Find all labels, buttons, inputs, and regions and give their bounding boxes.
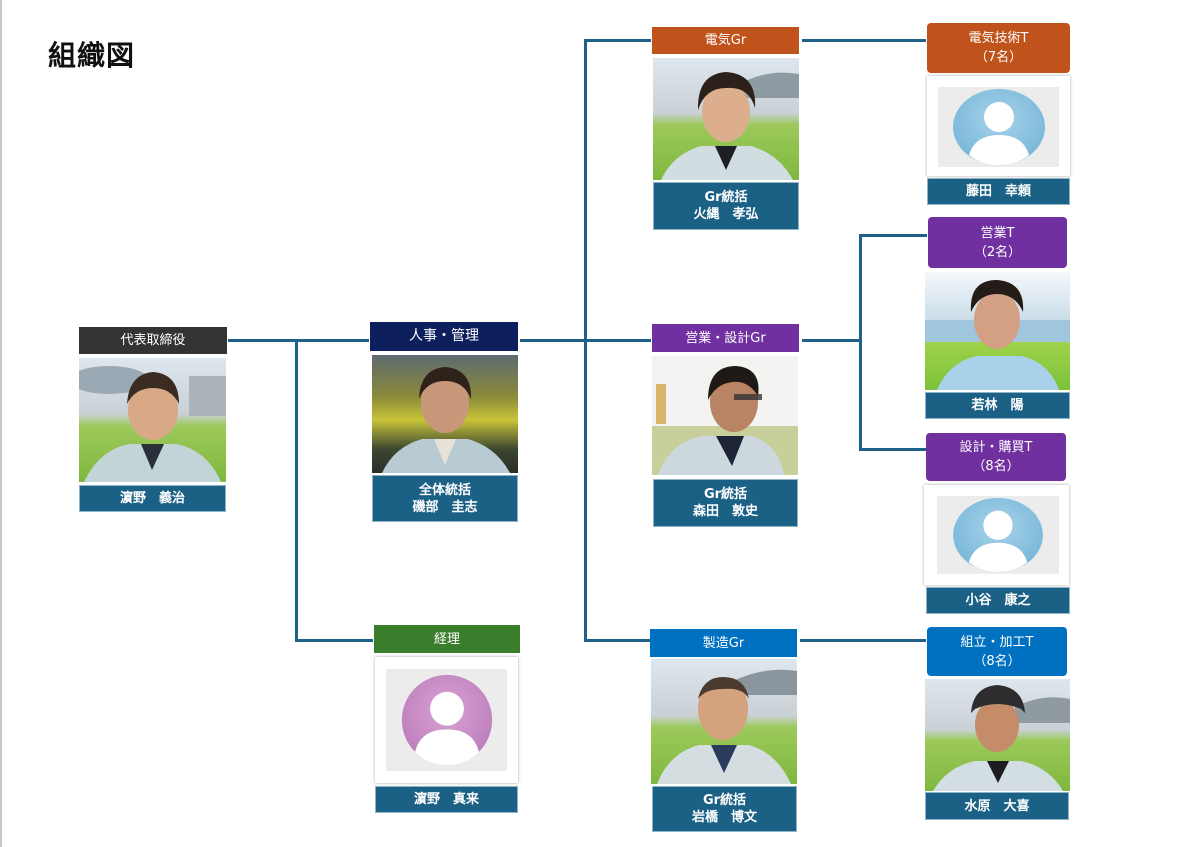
name-bar: 若林 陽 <box>925 392 1070 419</box>
person-name: 岩橋 博文 <box>691 810 757 825</box>
photo-frame <box>927 76 1070 176</box>
connector-electric-gr-t <box>802 39 926 42</box>
role-header: 人事・管理 <box>370 322 518 351</box>
name-bar: 藤田 幸頼 <box>927 178 1070 205</box>
role-header: 経理 <box>374 625 520 653</box>
role-header: 組立・加工T （8名） <box>927 627 1067 676</box>
member-count: （7名） <box>974 50 1023 65</box>
connector-ceo-vertical <box>295 339 298 642</box>
person-name: 火縄 孝弘 <box>693 207 759 222</box>
connector-sales-vertical <box>859 234 862 451</box>
name-bar: 濵野 義治 <box>79 485 226 512</box>
connector-to-design-t <box>859 448 927 451</box>
person-name: 濵野 義治 <box>119 491 185 506</box>
person-name: 若林 陽 <box>971 398 1024 413</box>
role-header: 営業T （2名） <box>928 217 1067 268</box>
photo-frame <box>924 485 1069 585</box>
role-header: 製造Gr <box>650 629 797 657</box>
name-bar: 全体統括 磯部 圭志 <box>372 475 518 522</box>
role-label: 組立・加工T <box>960 634 1034 650</box>
position-label: Gr統括 <box>703 487 748 502</box>
role-label: 人事・管理 <box>409 328 479 344</box>
person-photo <box>79 358 226 482</box>
role-label: 製造Gr <box>702 635 745 651</box>
person-name: 磯部 圭志 <box>412 499 478 515</box>
connector-groups-vertical <box>584 39 587 642</box>
connector-manufacturing-gr-t <box>800 639 926 642</box>
role-header: 電気Gr <box>652 27 799 54</box>
name-bar: 濵野 真来 <box>375 786 518 813</box>
name-bar: Gr統括 岩橋 博文 <box>652 786 797 832</box>
connector-ceo-admin <box>228 339 369 342</box>
person-photo <box>925 272 1070 390</box>
person-photo <box>653 58 799 180</box>
connector-to-electric-gr <box>584 39 651 42</box>
person-name: 藤田 幸頼 <box>965 184 1031 199</box>
photo-frame <box>375 657 518 783</box>
person-name: 濵野 真来 <box>413 792 479 807</box>
placeholder-avatar-icon <box>952 89 1045 165</box>
role-header: 営業・設計Gr <box>652 324 799 352</box>
role-label: 代表取締役 <box>120 333 186 348</box>
placeholder-avatar-icon <box>953 497 1043 573</box>
role-label: 電気Gr <box>704 33 747 48</box>
person-name: 水原 大喜 <box>964 798 1030 814</box>
connector-sales-gr <box>802 339 861 342</box>
position-label: 全体統括 <box>418 482 471 498</box>
person-photo <box>652 356 798 475</box>
name-bar: 小谷 康之 <box>926 587 1070 614</box>
role-label: 設計・購買T <box>959 440 1033 455</box>
role-label: 電気技術T <box>968 31 1029 46</box>
placeholder-avatar-icon <box>401 674 492 766</box>
connector-ceo-accounting <box>295 639 373 642</box>
person-name: 小谷 康之 <box>965 593 1031 608</box>
person-photo <box>372 355 518 473</box>
member-count: （8名） <box>973 653 1021 669</box>
connector-to-manufacturing-gr <box>584 639 650 642</box>
role-header: 代表取締役 <box>79 327 227 354</box>
member-count: （8名） <box>972 459 1020 474</box>
role-label: 経理 <box>433 631 460 647</box>
name-bar: Gr統括 森田 敦史 <box>653 479 798 527</box>
role-label: 営業T <box>980 225 1015 241</box>
role-label: 営業・設計Gr <box>685 330 766 346</box>
person-name: 森田 敦史 <box>692 504 758 519</box>
position-label: Gr統括 <box>704 190 748 205</box>
page-border <box>0 0 2 847</box>
name-bar: Gr統括 火縄 孝弘 <box>653 182 799 230</box>
person-photo <box>651 659 797 784</box>
name-bar: 水原 大喜 <box>925 792 1069 820</box>
role-header: 電気技術T （7名） <box>927 23 1070 73</box>
role-header: 設計・購買T （8名） <box>926 433 1066 481</box>
person-photo <box>925 679 1070 791</box>
connector-to-sales-t <box>859 234 927 237</box>
member-count: （2名） <box>973 244 1022 260</box>
page-title: 組織図 <box>48 39 136 72</box>
position-label: Gr統括 <box>702 793 747 808</box>
